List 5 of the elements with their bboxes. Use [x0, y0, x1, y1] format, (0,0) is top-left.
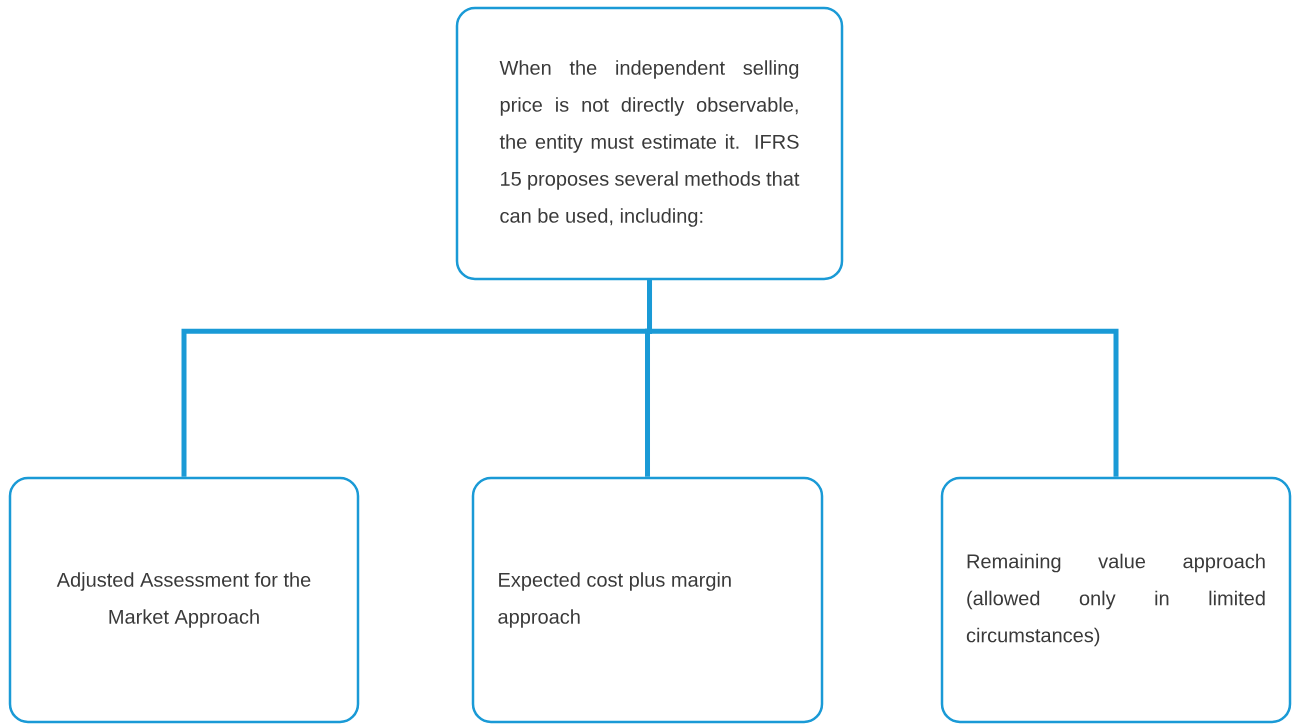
text-box: Remaining value approach (allowed only in limited circumstances)	[940, 476, 1292, 724]
text-box: Adjusted Assessment for the Market Approach	[8, 476, 360, 724]
connector	[647, 280, 1119, 477]
text-box: When the independent selling price is not directly observable, the entity must estimate it. IFRS 15 proposes several methods that can be used, including:	[455, 6, 844, 281]
text-box: Expected cost plus margin approach	[471, 476, 824, 724]
